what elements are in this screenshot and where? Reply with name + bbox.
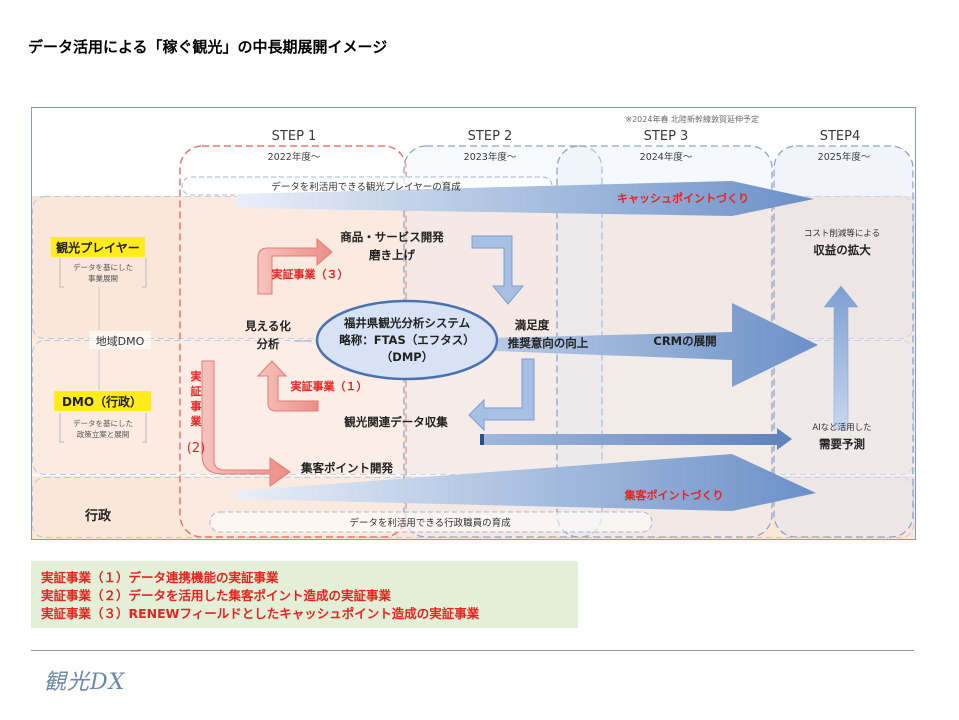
data-forecast-arrow-tail xyxy=(480,434,484,445)
step2-label: STEP 2 xyxy=(468,129,513,144)
footer-logo: 観光DX xyxy=(44,670,126,695)
step3-label: STEP 3 xyxy=(644,129,689,144)
label-dmo-area-bg xyxy=(89,331,151,349)
red-arrow-2 xyxy=(201,360,291,487)
flow-down-arrow-2 xyxy=(468,358,535,432)
step4-year: 2025年度～ xyxy=(818,151,871,163)
demo3-label: 実証事業（３） xyxy=(272,267,349,281)
flow-down-arrow-1 xyxy=(471,235,525,305)
row-dmo-label: DMO（行政） xyxy=(62,394,142,409)
ai-up-arrow xyxy=(823,285,859,430)
demo2-label-num: (2) xyxy=(187,441,205,456)
row-gov-label: 行政 xyxy=(84,508,112,524)
step4-revenue-sub: コスト削減等による xyxy=(804,228,880,239)
step4-forecast-sub: AIなど活用した xyxy=(812,422,871,433)
node-visualize-line1: 見える化 xyxy=(244,319,291,333)
demo2-label-c3: 事 xyxy=(191,399,202,413)
arrow-label-crm: CRMの展開 xyxy=(653,334,716,348)
step4-forecast-main: 需要予測 xyxy=(819,437,865,451)
system-abbr: 略称：FTAS（エフタス） xyxy=(339,333,475,347)
row-dmo-sub-2: 政策立案と展開 xyxy=(77,429,130,439)
legend-item-3: 実証事業（３）RENEWフィールドとしたキャッシュポイント造成の実証事業 xyxy=(41,606,480,621)
step4-revenue-main: 収益の拡大 xyxy=(813,243,871,257)
label-player-bg xyxy=(51,237,145,257)
demo2-label-c2: 証 xyxy=(191,384,202,398)
step1-year: 2022年度～ xyxy=(268,151,321,163)
ftas-system-ellipse xyxy=(315,299,499,381)
gathering-arrow xyxy=(237,454,816,511)
data-forecast-arrow xyxy=(482,428,792,450)
legend-item-1: 実証事業（１）データ連携機能の実証事業 xyxy=(41,570,279,585)
node-product-line2: 磨き上げ xyxy=(368,248,415,262)
arrow-label-gathering: 集客ポイントづくり xyxy=(624,488,724,502)
banner-bottom xyxy=(209,511,653,533)
red-arrow-1 xyxy=(256,360,319,412)
top-banner-text: データを利活用できる観光プレイヤーの育成 xyxy=(271,181,461,193)
node-visualize-line2: 分析 xyxy=(257,337,280,351)
node-data-collection: 観光関連データ収集 xyxy=(344,415,448,429)
step4-label: STEP4 xyxy=(820,129,861,144)
system-name: 福井県観光分析システム xyxy=(343,316,471,330)
roadmap-diagram: ※2024年春 北陸新幹線敦賀延伸予定 STEP 1 2022年度～ STEP … xyxy=(31,107,916,540)
demo2-label-c4: 業 xyxy=(190,414,203,428)
row-player-sub-2: 事業展開 xyxy=(88,273,118,283)
demo2-label-c1: 実 xyxy=(191,369,202,383)
legend-item-2: 実証事業（２）データを活用した集客ポイント造成の実証事業 xyxy=(41,588,392,603)
row-dmo-area-label: 地域DMO xyxy=(96,335,145,348)
step3-year: 2024年度～ xyxy=(640,151,693,163)
step1-label: STEP 1 xyxy=(272,129,317,144)
note-text: ※2024年春 北陸新幹線敦賀延伸予定 xyxy=(625,114,759,124)
bottom-banner-text: データを利活用できる行政職員の育成 xyxy=(349,517,511,529)
row-dmo-sub-1: データを基にした xyxy=(73,418,133,428)
label-dmo-bg xyxy=(54,391,151,411)
player-bracket xyxy=(59,258,147,288)
row-player-sub-1: データを基にした xyxy=(73,262,133,272)
dmo-bracket xyxy=(59,413,147,443)
step2-year: 2023年度～ xyxy=(464,151,517,163)
node-satisfaction-line2: 推奨意向の向上 xyxy=(508,336,589,350)
system-dmp: （DMP） xyxy=(381,350,433,364)
arrow-label-cashpoint: キャッシュポイントづくり xyxy=(617,191,749,205)
demo1-label: 実証事業（１） xyxy=(291,379,368,393)
roadmap-svg: ※2024年春 北陸新幹線敦賀延伸予定 STEP 1 2022年度～ STEP … xyxy=(32,114,915,539)
crm-arrow xyxy=(287,303,818,387)
cashpoint-arrow xyxy=(237,181,814,216)
row-player-label: 観光プレイヤー xyxy=(56,240,140,255)
node-product-line1: 商品・サービス開発 xyxy=(340,230,444,244)
page-title: データ活用による「稼ぐ観光」の中長期展開イメージ xyxy=(28,38,388,56)
legend-box: 実証事業（１）データ連携機能の実証事業 実証事業（２）データを活用した集客ポイン… xyxy=(31,561,578,628)
node-gathering-point: 集客ポイント開発 xyxy=(300,461,393,475)
red-arrow-3 xyxy=(257,237,333,295)
node-satisfaction-line1: 満足度 xyxy=(515,318,550,332)
footer-divider xyxy=(31,650,914,651)
